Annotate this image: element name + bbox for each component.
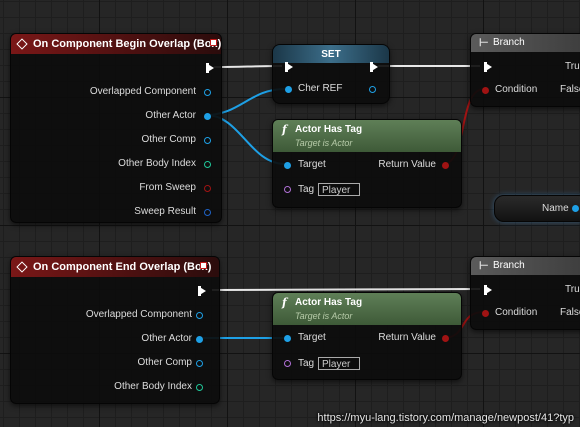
- overlapped-component-pin[interactable]: [204, 89, 211, 96]
- return-value-pin[interactable]: [442, 335, 449, 342]
- branch-icon: ⊢: [479, 37, 489, 49]
- set-title: SET: [321, 49, 341, 60]
- event-node-end-overlap[interactable]: On Component End Overlap (Box) Overlappe…: [10, 256, 220, 404]
- other-comp-pin[interactable]: [204, 137, 211, 144]
- pin-label-other-comp: Other Comp: [141, 134, 196, 145]
- pin-label-other-actor: Other Actor: [141, 333, 192, 344]
- overlapped-component-pin[interactable]: [196, 312, 203, 319]
- function-title: Actor Has Tag: [295, 124, 363, 135]
- set-node-header: [273, 45, 389, 63]
- stop-icon: [210, 39, 217, 46]
- target-label: Target: [298, 332, 326, 343]
- function-title: Actor Has Tag: [295, 297, 363, 308]
- event-node-header: [11, 34, 221, 54]
- actor-has-tag-node-2[interactable]: f Actor Has Tag Target is Actor Target R…: [272, 292, 462, 380]
- name-label: Name: [542, 203, 569, 214]
- other-actor-pin[interactable]: [204, 113, 211, 120]
- tag-label: Tag: [298, 358, 315, 369]
- pin-label-from-sweep: From Sweep: [139, 182, 196, 193]
- condition-pin[interactable]: [482, 87, 489, 94]
- tag-label: Tag: [298, 184, 315, 195]
- exec-input-pin[interactable]: [484, 285, 492, 295]
- condition-label: Condition: [495, 307, 538, 318]
- name-variable-node[interactable]: Name: [494, 195, 580, 222]
- tag-value-input[interactable]: Player: [318, 183, 360, 196]
- exec-input-pin[interactable]: [484, 62, 492, 72]
- return-value-label: Return Value: [378, 159, 436, 170]
- pin-label-overlapped-component: Overlapped Component: [85, 309, 192, 320]
- pin-label-sweep-result: Sweep Result: [134, 206, 196, 217]
- tag-pin[interactable]: [284, 186, 291, 193]
- target-label: Target: [298, 159, 326, 170]
- false-label: False: [560, 307, 580, 318]
- function-node-header: [273, 120, 461, 152]
- branch-node-header: [471, 257, 580, 275]
- event-node-begin-overlap[interactable]: On Component Begin Overlap (Box) Overlap…: [10, 33, 222, 223]
- other-body-index-pin[interactable]: [196, 384, 203, 391]
- return-value-label: Return Value: [378, 332, 436, 343]
- true-label: True: [565, 61, 580, 72]
- actor-has-tag-node-1[interactable]: f Actor Has Tag Target is Actor Target R…: [272, 119, 462, 208]
- other-body-index-pin[interactable]: [204, 161, 211, 168]
- pin-label-overlapped-component: Overlapped Component: [89, 86, 196, 97]
- cher-ref-input-pin[interactable]: [285, 86, 292, 93]
- event-title: On Component Begin Overlap (Box): [33, 38, 222, 50]
- branch-node-1[interactable]: ⊢ Branch True Condition False: [470, 33, 580, 107]
- event-node-header: [11, 257, 219, 277]
- function-icon: f: [282, 296, 287, 309]
- return-value-pin[interactable]: [442, 162, 449, 169]
- function-subtitle: Target is Actor: [295, 138, 353, 148]
- function-node-header: [273, 293, 461, 325]
- from-sweep-pin[interactable]: [204, 185, 211, 192]
- branch-title: Branch: [493, 37, 525, 48]
- condition-pin[interactable]: [482, 310, 489, 317]
- set-variable-node[interactable]: SET Cher REF: [272, 44, 390, 104]
- event-title: On Component End Overlap (Box): [33, 261, 212, 273]
- true-label: True: [565, 284, 580, 295]
- condition-label: Condition: [495, 84, 538, 95]
- pin-label-other-body-index: Other Body Index: [114, 381, 192, 392]
- exec-output-pin[interactable]: [198, 286, 206, 296]
- target-pin[interactable]: [284, 162, 291, 169]
- other-comp-pin[interactable]: [196, 360, 203, 367]
- stop-icon: [200, 262, 207, 269]
- other-actor-pin[interactable]: [196, 336, 203, 343]
- pin-label-other-comp: Other Comp: [137, 357, 192, 368]
- tag-value-input[interactable]: Player: [318, 357, 360, 370]
- branch-title: Branch: [493, 260, 525, 271]
- set-variable-label: Cher REF: [298, 83, 343, 94]
- function-icon: f: [282, 123, 287, 136]
- sweep-result-pin[interactable]: [204, 209, 211, 216]
- exec-input-pin[interactable]: [285, 62, 293, 72]
- exec-output-pin[interactable]: [206, 63, 214, 73]
- cher-ref-output-pin[interactable]: [369, 86, 376, 93]
- target-pin[interactable]: [284, 335, 291, 342]
- url-overlay-text: https://myu-lang.tistory.com/manage/newp…: [317, 412, 574, 424]
- function-subtitle: Target is Actor: [295, 311, 353, 321]
- pin-label-other-body-index: Other Body Index: [118, 158, 196, 169]
- pin-label-other-actor: Other Actor: [145, 110, 196, 121]
- name-output-pin[interactable]: [572, 205, 579, 212]
- branch-icon: ⊢: [479, 260, 489, 272]
- false-label: False: [560, 84, 580, 95]
- branch-node-2[interactable]: ⊢ Branch True Condition False: [470, 256, 580, 330]
- exec-output-pin[interactable]: [370, 62, 378, 72]
- branch-node-header: [471, 34, 580, 52]
- tag-pin[interactable]: [284, 360, 291, 367]
